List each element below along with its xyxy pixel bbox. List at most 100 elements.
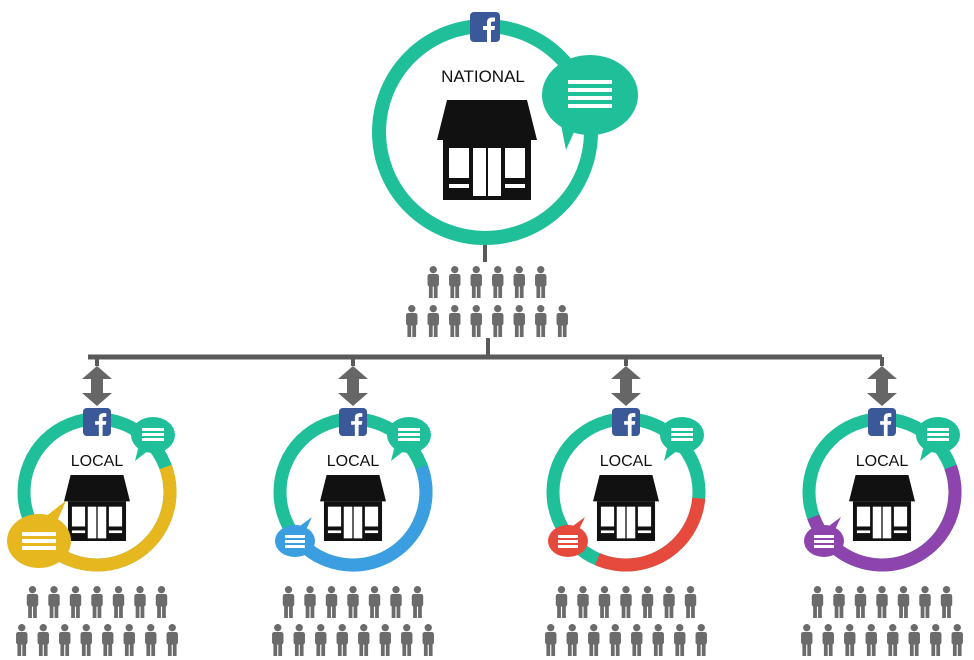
person-icon: [535, 305, 547, 337]
person-icon: [401, 624, 413, 656]
local-label: LOCAL: [71, 453, 124, 470]
national-audience: [406, 266, 568, 337]
person-icon: [641, 586, 654, 618]
local-label: LOCAL: [856, 453, 909, 470]
person-icon: [887, 624, 899, 656]
person-icon: [833, 586, 845, 618]
chat-bubble-icon: [916, 417, 960, 461]
person-icon: [91, 586, 103, 618]
national-label: NATIONAL: [441, 67, 525, 86]
local-node: LOCAL: [272, 408, 434, 656]
person-icon: [609, 624, 621, 656]
local-audience: [16, 586, 178, 656]
local-node: LOCAL: [545, 408, 707, 656]
local-share-arc: [273, 412, 433, 572]
facebook-icon: [470, 12, 500, 42]
chat-bubble-icon: [131, 417, 175, 461]
person-icon: [134, 586, 146, 618]
person-icon: [59, 624, 71, 656]
person-icon: [620, 586, 632, 618]
person-icon: [112, 586, 125, 618]
person-icon: [427, 266, 439, 298]
double-arrow-icon: [82, 366, 112, 406]
person-icon: [16, 624, 28, 656]
person-icon: [325, 586, 338, 618]
local-audience: [272, 586, 434, 656]
facebook-icon: [612, 408, 640, 436]
facebook-icon: [83, 408, 111, 436]
storefront-icon: [437, 100, 537, 200]
person-icon: [631, 624, 643, 656]
person-icon: [577, 586, 589, 618]
person-icon: [449, 305, 461, 337]
local-share-arc: [546, 412, 706, 572]
person-icon: [951, 624, 963, 656]
local-share-arc: [802, 412, 962, 572]
local-label: LOCAL: [327, 453, 380, 470]
person-icon: [379, 624, 391, 656]
person-icon: [411, 586, 424, 618]
person-icon: [293, 624, 305, 656]
person-icon: [674, 624, 686, 656]
person-icon: [449, 266, 461, 298]
chat-bubble-icon: [387, 417, 431, 461]
person-icon: [427, 305, 439, 337]
person-icon: [304, 586, 316, 618]
person-icon: [566, 624, 578, 656]
chat-bubble-icon: [542, 55, 638, 150]
person-icon: [492, 305, 504, 337]
facebook-icon: [868, 408, 896, 436]
person-icon: [513, 305, 525, 337]
person-icon: [545, 624, 557, 656]
local-node: LOCAL: [801, 408, 963, 656]
local-nodes: LOCAL LOCAL LOCAL LOCAL: [7, 408, 963, 656]
person-icon: [663, 586, 675, 618]
person-icon: [652, 624, 664, 656]
person-icon: [556, 305, 568, 337]
person-icon: [598, 586, 611, 618]
person-icon: [876, 586, 888, 618]
local-chat-bubble-icon: [275, 517, 315, 557]
person-icon: [347, 586, 359, 618]
person-icon: [940, 586, 953, 618]
person-icon: [406, 305, 418, 337]
person-icon: [37, 624, 49, 656]
person-icon: [390, 586, 402, 618]
person-icon: [155, 586, 168, 618]
storefront-icon: [849, 475, 915, 541]
person-icon: [470, 305, 482, 337]
person-icon: [844, 624, 856, 656]
connector-lines: [82, 240, 897, 406]
local-chat-bubble-icon: [7, 500, 71, 568]
person-icon: [865, 624, 877, 656]
person-icon: [684, 586, 697, 618]
person-icon: [422, 624, 434, 656]
person-icon: [801, 624, 813, 656]
person-icon: [69, 586, 82, 618]
person-icon: [811, 586, 824, 618]
person-icon: [368, 586, 381, 618]
local-chat-bubble-icon: [804, 517, 844, 557]
person-icon: [908, 624, 920, 656]
local-audience: [801, 586, 963, 656]
storefront-icon: [593, 475, 659, 541]
person-icon: [26, 586, 39, 618]
person-icon: [854, 586, 867, 618]
person-icon: [48, 586, 60, 618]
person-icon: [588, 624, 600, 656]
person-icon: [315, 624, 327, 656]
person-icon: [919, 586, 931, 618]
facebook-icon: [339, 408, 367, 436]
person-icon: [492, 266, 504, 298]
person-icon: [272, 624, 284, 656]
person-icon: [555, 586, 568, 618]
person-icon: [930, 624, 942, 656]
person-icon: [695, 624, 707, 656]
local-node: LOCAL: [7, 408, 178, 656]
chat-bubble-icon: [660, 417, 704, 461]
local-chat-bubble-icon: [548, 517, 588, 557]
person-icon: [80, 624, 92, 656]
person-icon: [470, 266, 482, 298]
person-icon: [535, 266, 547, 298]
